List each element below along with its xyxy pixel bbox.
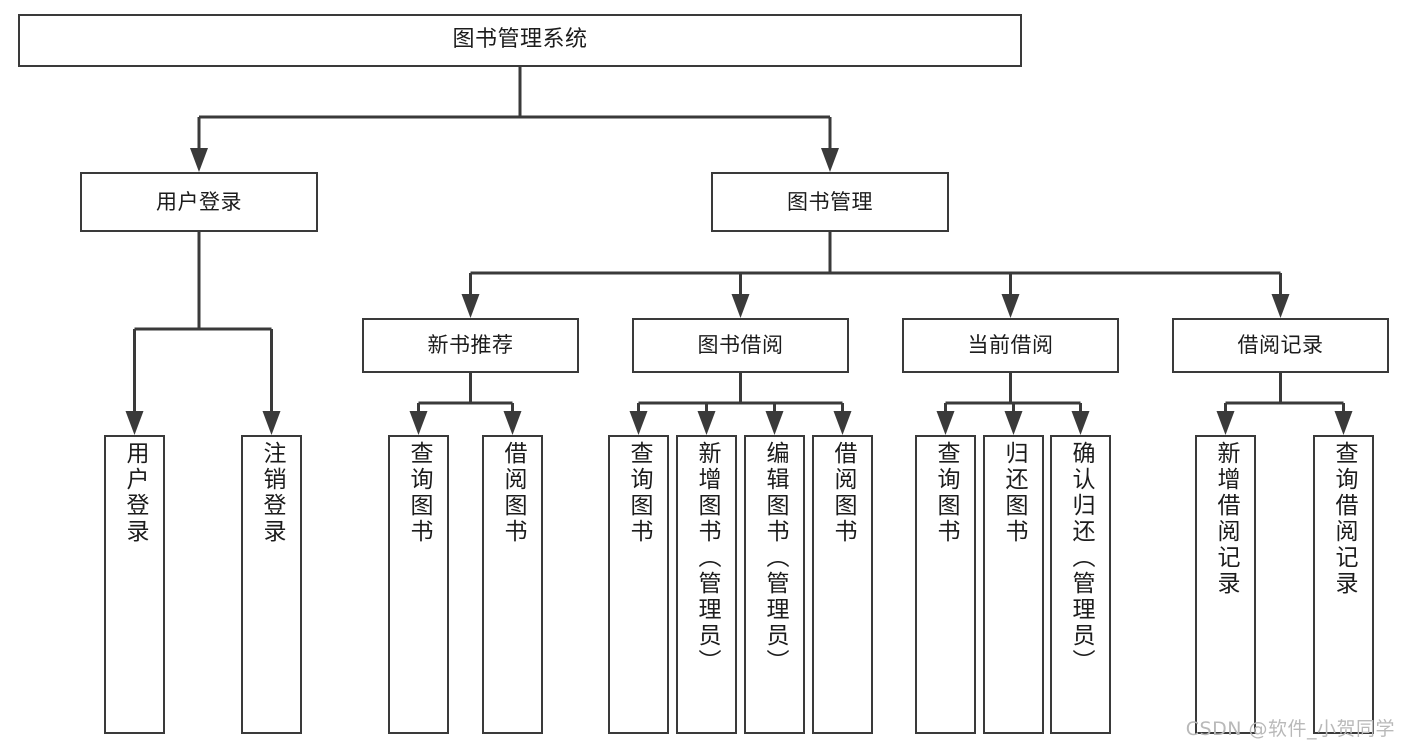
node-l3d[interactable]: 借阅记录 [1172, 318, 1389, 373]
edge-arrowhead-l3b-leaf6 [697, 411, 716, 435]
node-root[interactable]: 图书管理系统 [18, 14, 1022, 67]
node-l3a[interactable]: 新书推荐 [362, 318, 579, 373]
node-leaf12[interactable]: 新增借阅记录 [1195, 435, 1256, 734]
edge-arrowhead-l3b-leaf7 [765, 411, 784, 435]
node-label: 归还图书 [1001, 441, 1027, 545]
edge-arrowhead-l2b-l3d [1271, 294, 1290, 318]
node-leaf11[interactable]: 确认归还（管理员） [1050, 435, 1111, 734]
node-label: 借阅图书 [830, 441, 856, 545]
edge-arrowhead-root-l2b [821, 148, 839, 172]
edge-arrowhead-l2b-l3c [1001, 294, 1020, 318]
node-l2b[interactable]: 图书管理 [711, 172, 949, 232]
node-label: 新增图书（管理员） [694, 441, 720, 675]
node-label: 新书推荐 [427, 333, 514, 358]
edge-arrowhead-l3b-leaf5 [629, 411, 648, 435]
node-label: 借阅记录 [1237, 333, 1324, 358]
node-label: 编辑图书（管理员） [762, 441, 788, 675]
node-leaf10[interactable]: 归还图书 [983, 435, 1044, 734]
edge-arrowhead-l3c-leaf9 [936, 411, 955, 435]
node-label: 查询图书 [406, 441, 432, 545]
node-label: 查询图书 [626, 441, 652, 545]
edge-arrowhead-root-l2a [190, 148, 208, 172]
node-label: 借阅图书 [500, 441, 526, 545]
node-leaf8[interactable]: 借阅图书 [812, 435, 873, 734]
node-label: 当前借阅 [967, 333, 1054, 358]
edge-arrowhead-l3c-leaf10 [1004, 411, 1023, 435]
edge-arrowhead-l3b-leaf8 [833, 411, 852, 435]
edge-arrowhead-l3d-leaf12 [1216, 411, 1235, 435]
node-label: 图书借阅 [697, 333, 784, 358]
node-label: 用户登录 [122, 441, 148, 545]
node-leaf3[interactable]: 查询图书 [388, 435, 449, 734]
node-label: 新增借阅记录 [1213, 441, 1239, 597]
node-label: 注销登录 [259, 441, 285, 545]
node-label: 用户登录 [156, 189, 242, 214]
edge-arrowhead-l2b-l3a [461, 294, 480, 318]
node-leaf4[interactable]: 借阅图书 [482, 435, 543, 734]
node-label: 图书管理系统 [452, 27, 588, 53]
node-leaf1[interactable]: 用户登录 [104, 435, 165, 734]
edge-arrowhead-l3d-leaf13 [1334, 411, 1353, 435]
edge-arrowhead-l2b-l3b [731, 294, 750, 318]
node-leaf5[interactable]: 查询图书 [608, 435, 669, 734]
node-label: 确认归还（管理员） [1068, 441, 1094, 675]
node-leaf6[interactable]: 新增图书（管理员） [676, 435, 737, 734]
node-leaf9[interactable]: 查询图书 [915, 435, 976, 734]
node-l3b[interactable]: 图书借阅 [632, 318, 849, 373]
edge-arrowhead-l3c-leaf11 [1071, 411, 1090, 435]
node-leaf13[interactable]: 查询借阅记录 [1313, 435, 1374, 734]
node-leaf7[interactable]: 编辑图书（管理员） [744, 435, 805, 734]
node-label: 查询图书 [933, 441, 959, 545]
node-label: 图书管理 [787, 189, 873, 214]
node-leaf2[interactable]: 注销登录 [241, 435, 302, 734]
edge-arrowhead-l2a-leaf1 [125, 411, 144, 435]
node-label: 查询借阅记录 [1331, 441, 1357, 597]
csdn-watermark: CSDN @软件_小贺同学 [1185, 718, 1395, 740]
node-l3c[interactable]: 当前借阅 [902, 318, 1119, 373]
edge-arrowhead-l2a-leaf2 [262, 411, 281, 435]
edge-arrowhead-l3a-leaf3 [409, 411, 428, 435]
node-l2a[interactable]: 用户登录 [80, 172, 318, 232]
edge-arrowhead-l3a-leaf4 [503, 411, 522, 435]
